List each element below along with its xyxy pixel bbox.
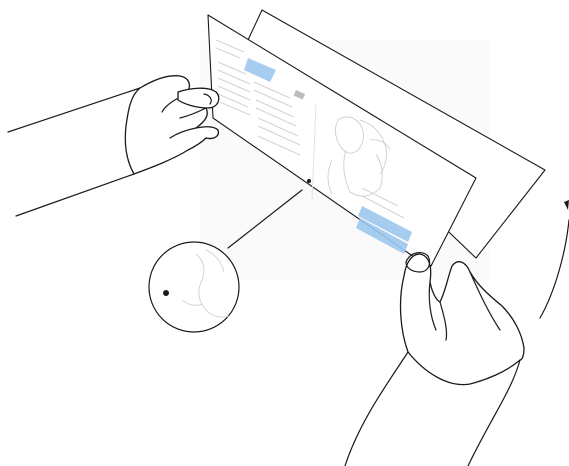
magnified-dot-icon xyxy=(163,290,169,296)
right-hand-icon xyxy=(345,253,524,466)
dot-marker-icon xyxy=(307,179,311,183)
edge-arc xyxy=(540,220,569,318)
magnifier-circle-icon xyxy=(149,242,239,332)
edge-arrow-icon xyxy=(564,200,569,210)
left-hand-icon xyxy=(8,76,219,216)
